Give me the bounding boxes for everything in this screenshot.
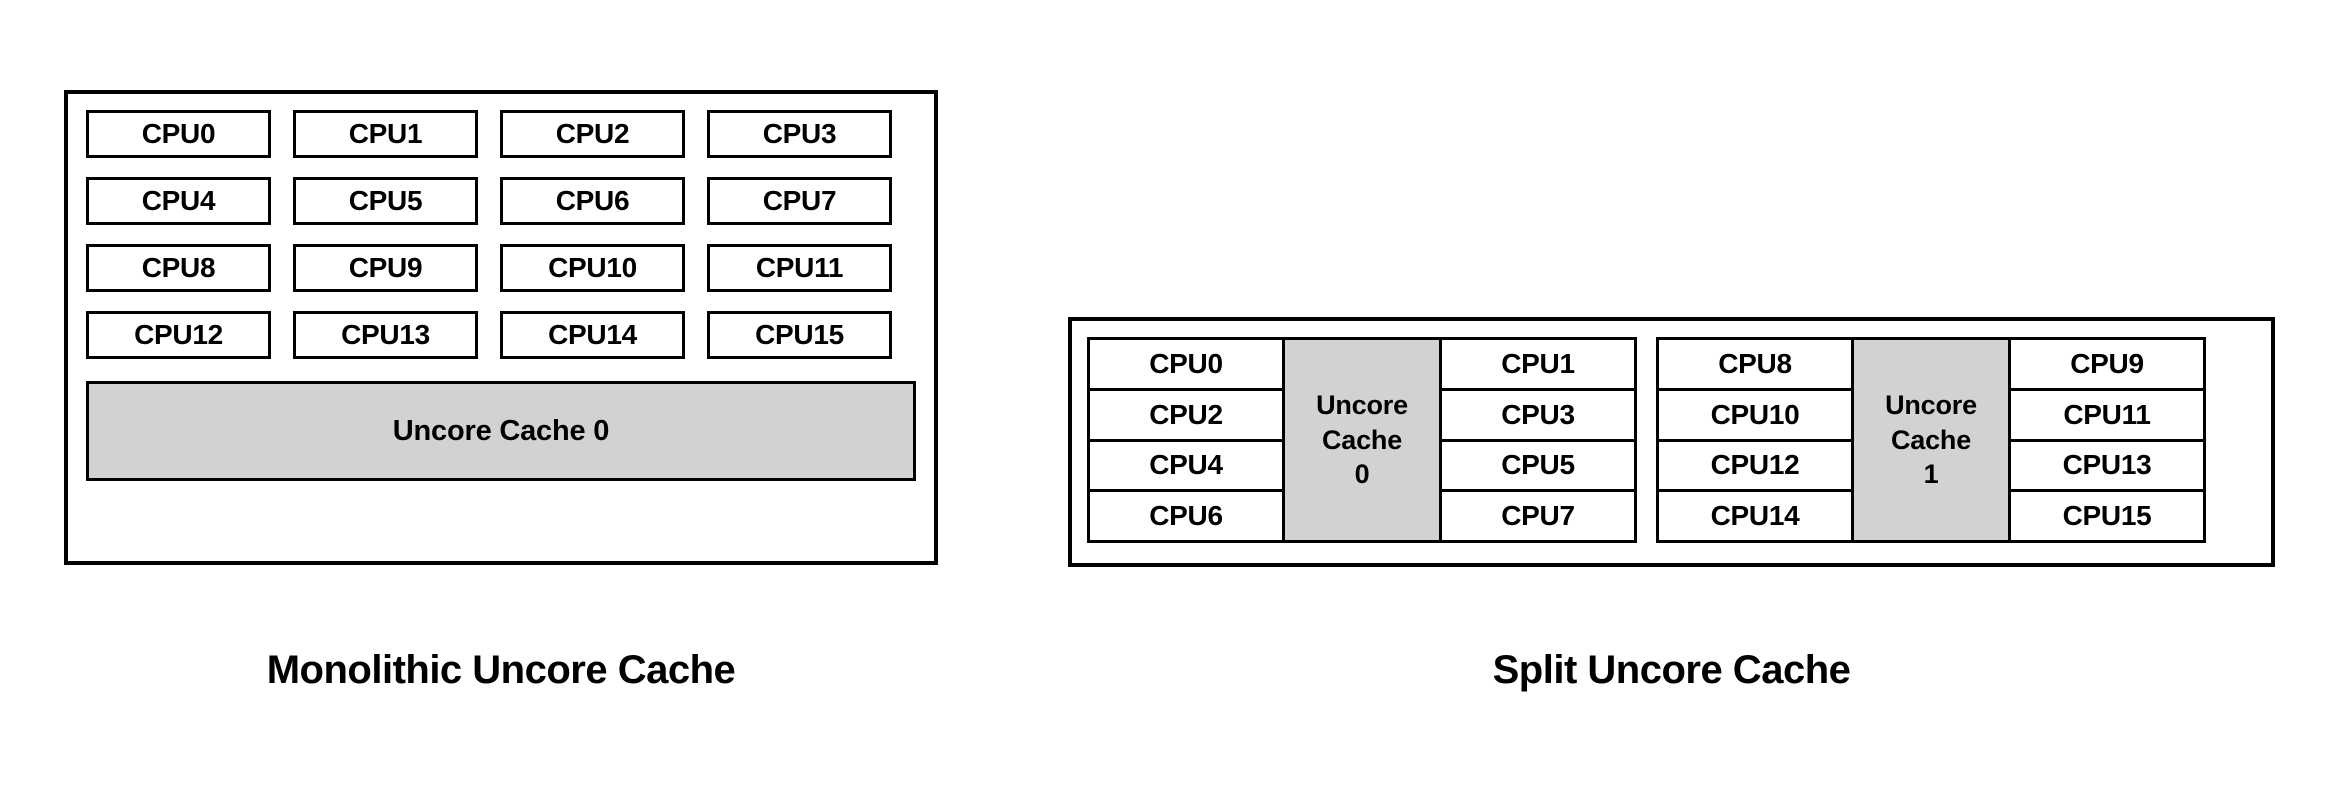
monolithic-panel: CPU0 CPU1 CPU2 CPU3 CPU4 CPU5 CPU6 CPU7 … <box>64 90 938 565</box>
cpu-box: CPU8 <box>1659 340 1851 391</box>
uncore-cache-label-line-1: Uncore <box>1316 390 1408 421</box>
cpu-box: CPU12 <box>86 311 271 359</box>
cpu-box: CPU11 <box>707 244 892 292</box>
uncore-cache-block: Uncore Cache 1 <box>1851 340 2011 540</box>
split-panel: CPU0 CPU2 CPU4 CPU6 Uncore Cache 0 CPU1 … <box>1068 317 2275 567</box>
uncore-cache-block: Uncore Cache 0 <box>86 381 916 481</box>
uncore-cache-label-line-2: Cache <box>1890 424 1972 455</box>
cpu-box: CPU15 <box>2011 492 2203 540</box>
cpu-box: CPU6 <box>1090 492 1282 540</box>
uncore-cache-label-line-3: 0 <box>1354 459 1370 490</box>
cpu-box: CPU4 <box>86 177 271 225</box>
cpu-box: CPU7 <box>707 177 892 225</box>
cpu-box: CPU14 <box>500 311 685 359</box>
cpu-box: CPU13 <box>2011 441 2203 493</box>
cpu-box: CPU7 <box>1442 492 1634 540</box>
split-group: CPU0 CPU2 CPU4 CPU6 Uncore Cache 0 CPU1 … <box>1087 337 1637 543</box>
cpu-box: CPU11 <box>2011 390 2203 442</box>
split-cpu-column-right: CPU1 CPU3 CPU5 CPU7 <box>1442 340 1634 540</box>
split-cpu-column-left: CPU0 CPU2 CPU4 CPU6 <box>1090 340 1282 540</box>
split-caption: Split Uncore Cache <box>1492 648 1851 692</box>
cpu-box: CPU13 <box>293 311 478 359</box>
cpu-box: CPU5 <box>293 177 478 225</box>
cpu-box: CPU3 <box>707 110 892 158</box>
cpu-box: CPU9 <box>2011 340 2203 391</box>
cpu-box: CPU8 <box>86 244 271 292</box>
cpu-box: CPU6 <box>500 177 685 225</box>
monolithic-cpu-grid: CPU0 CPU1 CPU2 CPU3 CPU4 CPU5 CPU6 CPU7 … <box>86 110 916 359</box>
cpu-box: CPU2 <box>1090 390 1282 442</box>
cpu-box: CPU0 <box>86 110 271 158</box>
uncore-cache-label-line-3: 1 <box>1923 459 1939 490</box>
monolithic-caption: Monolithic Uncore Cache <box>266 648 736 692</box>
cpu-box: CPU3 <box>1442 390 1634 442</box>
cpu-box: CPU9 <box>293 244 478 292</box>
uncore-cache-label-line-2: Cache <box>1321 424 1403 455</box>
cpu-box: CPU0 <box>1090 340 1282 391</box>
cpu-box: CPU2 <box>500 110 685 158</box>
cpu-box: CPU10 <box>1659 390 1851 442</box>
cpu-box: CPU5 <box>1442 441 1634 493</box>
cpu-box: CPU14 <box>1659 492 1851 540</box>
monolithic-panel-content: CPU0 CPU1 CPU2 CPU3 CPU4 CPU5 CPU6 CPU7 … <box>86 110 916 545</box>
cpu-box: CPU12 <box>1659 441 1851 493</box>
uncore-cache-block: Uncore Cache 0 <box>1282 340 1442 540</box>
cpu-box: CPU1 <box>1442 340 1634 391</box>
uncore-cache-label-line-1: Uncore <box>1885 390 1977 421</box>
cpu-box: CPU4 <box>1090 441 1282 493</box>
split-cpu-column-left: CPU8 CPU10 CPU12 CPU14 <box>1659 340 1851 540</box>
cpu-box: CPU15 <box>707 311 892 359</box>
split-group: CPU8 CPU10 CPU12 CPU14 Uncore Cache 1 CP… <box>1656 337 2206 543</box>
split-panel-content: CPU0 CPU2 CPU4 CPU6 Uncore Cache 0 CPU1 … <box>1087 337 2256 547</box>
cpu-box: CPU1 <box>293 110 478 158</box>
split-cpu-column-right: CPU9 CPU11 CPU13 CPU15 <box>2011 340 2203 540</box>
cpu-box: CPU10 <box>500 244 685 292</box>
